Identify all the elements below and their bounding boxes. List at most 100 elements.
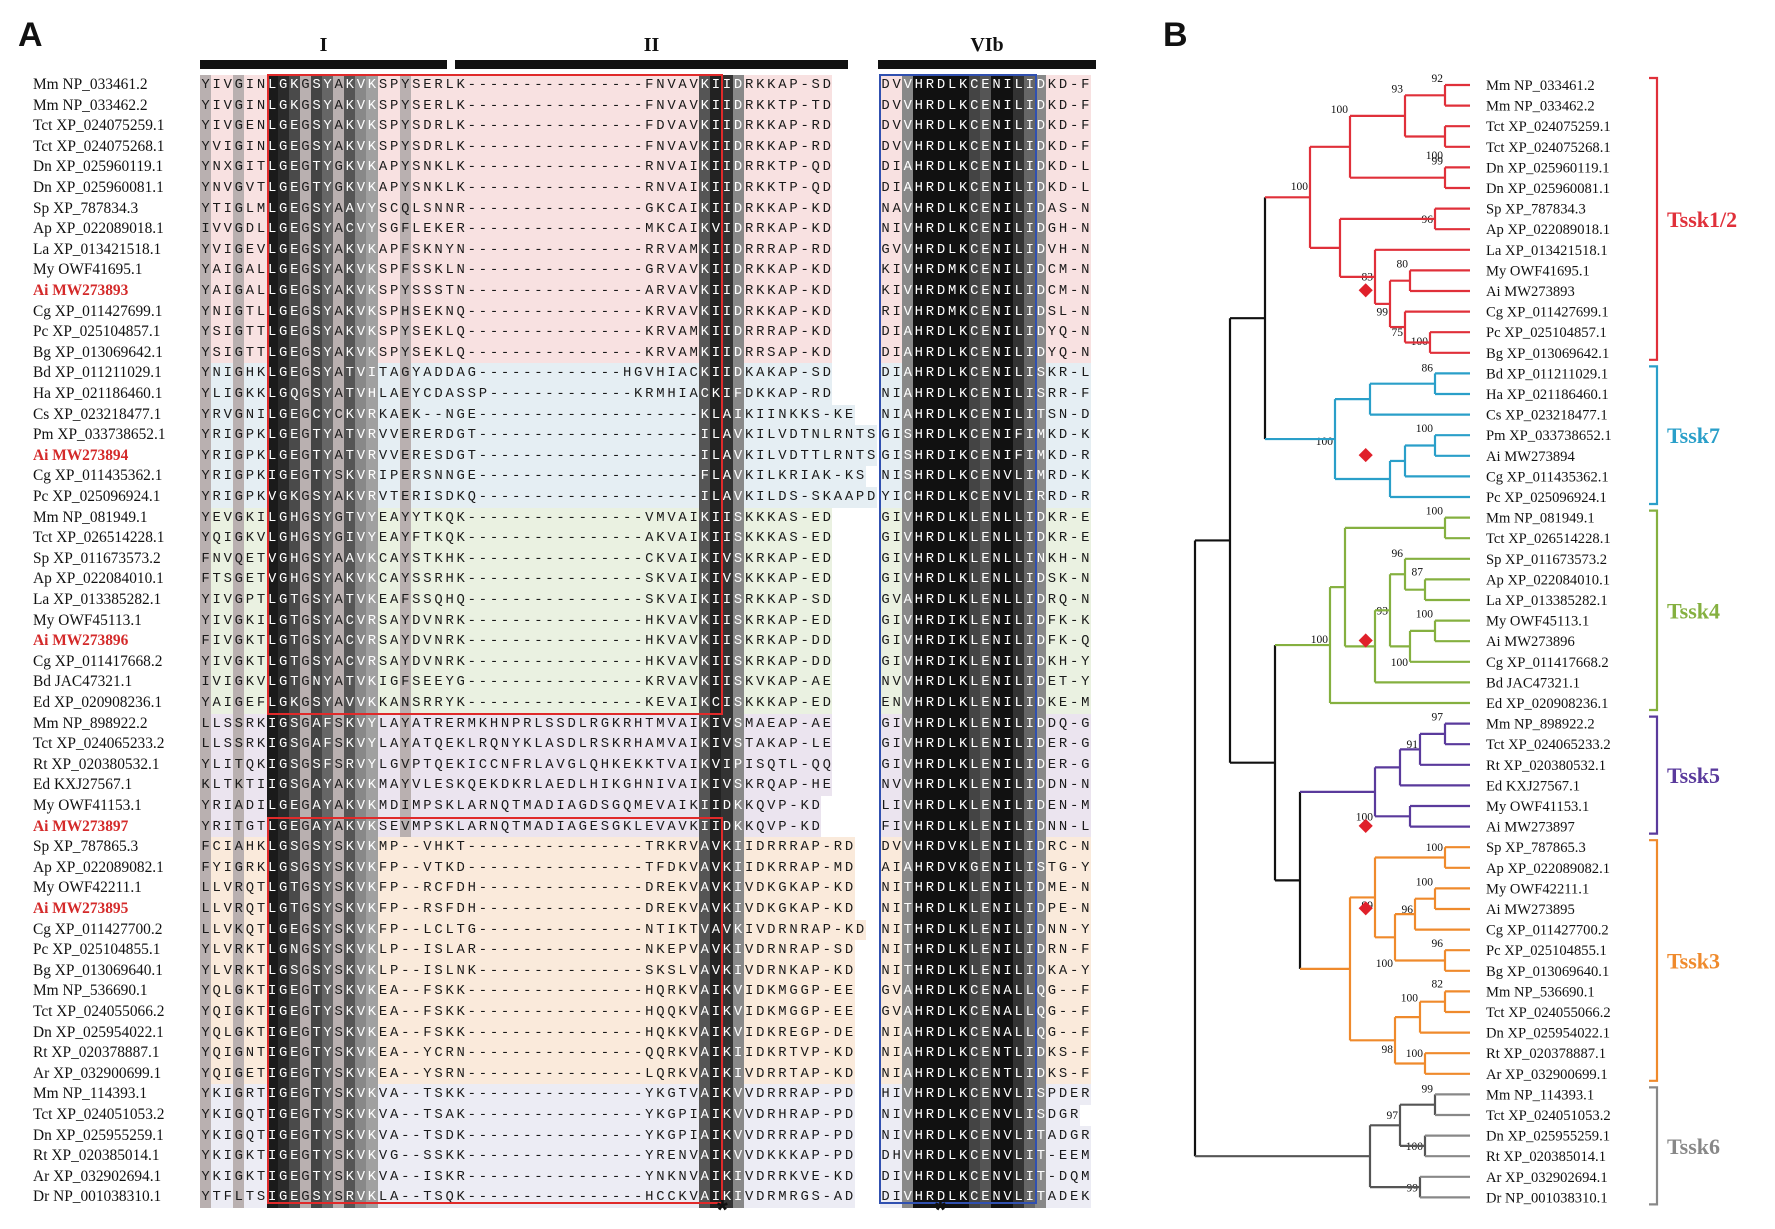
sequence-name: Mm NP_081949.1 — [33, 508, 148, 526]
sequence-name: Bd JAC47321.1 — [33, 673, 133, 691]
highlight-diamond-marker — [1358, 448, 1373, 463]
bootstrap-value: 100 — [1391, 657, 1409, 669]
bootstrap-value: 96 — [1432, 938, 1444, 950]
sequence-name: My OWF42211.1 — [33, 879, 142, 897]
sequence-name: Mm NP_114393.1 — [33, 1085, 148, 1103]
sequence-name: Tct XP_024055066.2 — [33, 1003, 165, 1020]
sequence-name: Pc XP_025104857.1 — [33, 323, 161, 341]
motif-label-ii: II — [643, 34, 660, 56]
tree-leaf-label: Tct XP_024075268.1 — [1486, 140, 1611, 156]
sequence-name: Ed XP_020908236.1 — [33, 694, 163, 711]
bootstrap-value: 100 — [1426, 150, 1444, 162]
tree-leaf-label: Mm NP_081949.1 — [1486, 511, 1595, 527]
bootstrap-value: 98 — [1382, 1044, 1394, 1056]
sequence-name: Cg XP_011427700.2 — [33, 920, 163, 938]
bootstrap-value: 97 — [1387, 1110, 1399, 1122]
tree-leaf-label: Cg XP_011427700.2 — [1486, 923, 1609, 939]
sequence-name: Cg XP_011435362.1 — [33, 467, 163, 485]
bootstrap-value: 97 — [1432, 712, 1444, 724]
sequence-name: Cg XP_011427699.1 — [33, 302, 163, 320]
bootstrap-value: 100 — [1416, 423, 1434, 435]
tree-leaf-label: Cg XP_011435362.1 — [1486, 469, 1609, 485]
tree-leaf-label: Ai MW273896 — [1486, 634, 1575, 650]
bootstrap-value: 87 — [1412, 566, 1424, 578]
sequence-name: Ai MW273897 — [33, 817, 129, 835]
bootstrap-value: 91 — [1407, 739, 1419, 751]
conserved-aspartate-star: * — [932, 1198, 949, 1229]
sequence-name: La XP_013385282.1 — [33, 591, 162, 608]
clade-bracket — [1649, 509, 1659, 712]
sequence-name: Ap XP_022084010.1 — [33, 570, 164, 588]
sequence-name: Dn XP_025955259.1 — [33, 1126, 164, 1144]
tree-leaf-label: Ha XP_021186460.1 — [1486, 387, 1609, 403]
bootstrap-value: 100 — [1401, 992, 1419, 1004]
tree-leaf-label: My OWF42211.1 — [1486, 881, 1589, 897]
bootstrap-value: 100 — [1416, 876, 1434, 888]
sequence-name: Bg XP_013069642.1 — [33, 343, 163, 361]
sequence-name: Dr NP_001038310.1 — [33, 1188, 162, 1206]
clade-label: Tssk5 — [1667, 763, 1720, 788]
tree-leaf-label: Mm NP_536690.1 — [1486, 984, 1595, 1000]
tree-leaf-label: Bd XP_011211029.1 — [1486, 366, 1608, 382]
sequence-name: Ap XP_022089082.1 — [33, 858, 164, 876]
tree-leaf-label: Dn XP_025960081.1 — [1486, 181, 1610, 197]
tree-leaf-label: My OWF41153.1 — [1486, 799, 1589, 815]
tree-leaf-label: Tct XP_024051053.2 — [1486, 1108, 1611, 1124]
sequence-name: Sp XP_787865.3 — [33, 838, 139, 856]
tree-leaf-label: Dn XP_025954022.1 — [1486, 1026, 1610, 1042]
sequence-name: Dn XP_025960119.1 — [33, 158, 164, 176]
tree-leaf-label: La XP_013385282.1 — [1486, 593, 1608, 609]
tree-leaf-label: Pc XP_025096924.1 — [1486, 490, 1607, 506]
motif-bar-ii — [455, 60, 848, 69]
phylogenetic-tree: 9210093991009680100759983100861001001008… — [1193, 73, 1737, 1206]
sequence-name: Rt XP_020380532.1 — [33, 755, 160, 773]
highlight-diamond-marker — [1358, 283, 1373, 298]
sequence-name: Tct XP_026514228.1 — [33, 529, 165, 547]
tree-leaf-label: Rt XP_020378887.1 — [1486, 1046, 1606, 1062]
bootstrap-value: 93 — [1377, 606, 1389, 618]
bootstrap-value: 99 — [1422, 1083, 1434, 1095]
tree-leaf-label: Ap XP_022089082.1 — [1486, 861, 1610, 877]
bootstrap-value: 100 — [1426, 506, 1444, 518]
bootstrap-value: 100 — [1331, 104, 1349, 116]
sequence-name: Tct XP_024051053.2 — [33, 1106, 165, 1123]
